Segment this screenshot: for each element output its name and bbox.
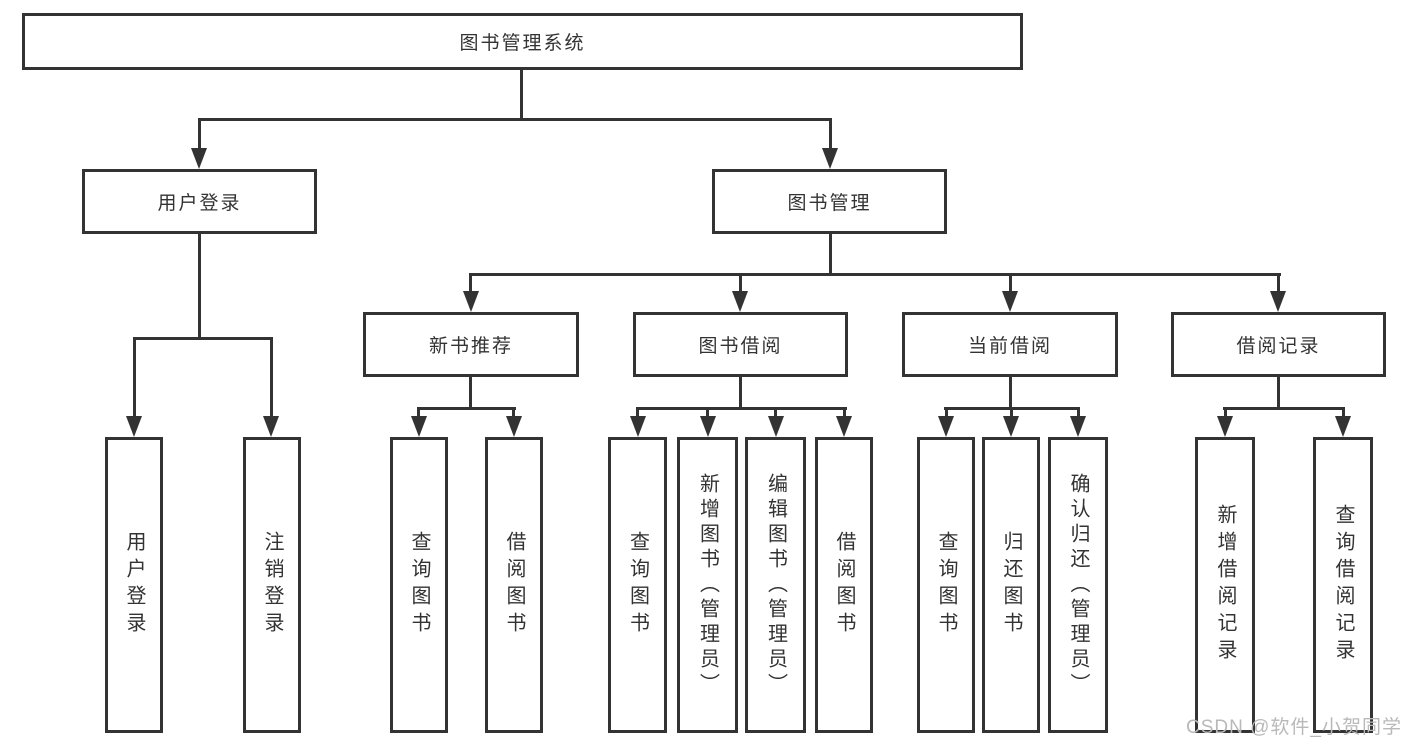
arrow-down-icon (700, 416, 716, 437)
connector-line (636, 407, 847, 410)
leaf-newbook-query: 查询图书 (390, 437, 448, 733)
connector-line (198, 118, 832, 121)
connector-line (1342, 407, 1345, 417)
node-root: 图书管理系统 (22, 13, 1023, 70)
leaf-record-query: 查询借阅记录 (1313, 437, 1373, 733)
leaf-borrow-add-admin: 新增图书（管理员） (677, 437, 738, 733)
connector-line (843, 407, 846, 417)
arrow-down-icon (630, 416, 646, 437)
connector-line (1277, 273, 1280, 292)
connector-line (133, 337, 136, 417)
arrow-down-icon (191, 148, 207, 169)
arrow-down-icon (822, 148, 838, 169)
connector-line (1009, 377, 1012, 407)
connector-line (829, 118, 832, 149)
connector-line (1277, 377, 1280, 407)
leaf-borrow-query: 查询图书 (608, 437, 667, 733)
connector-line (270, 337, 273, 417)
connector-line (945, 407, 948, 417)
leaf-newbook-borrow: 借阅图书 (485, 437, 543, 733)
connector-line (469, 273, 472, 292)
connector-line (198, 234, 201, 337)
leaf-logout: 注销登录 (243, 437, 301, 733)
leaf-borrow-book: 借阅图书 (815, 437, 873, 733)
arrow-down-icon (1070, 416, 1086, 437)
leaf-user-login: 用户登录 (105, 437, 163, 733)
node-current-borrow: 当前借阅 (902, 312, 1118, 377)
arrow-down-icon (506, 416, 522, 437)
arrow-down-icon (1270, 291, 1286, 312)
node-borrow-record: 借阅记录 (1171, 312, 1386, 377)
connector-line (1009, 273, 1012, 292)
connector-line (636, 407, 639, 417)
arrow-down-icon (1217, 416, 1233, 437)
node-book-borrow: 图书借阅 (633, 312, 848, 377)
connector-line (133, 337, 273, 340)
arrow-down-icon (732, 291, 748, 312)
arrow-down-icon (768, 416, 784, 437)
connector-line (198, 118, 201, 149)
arrow-down-icon (1002, 291, 1018, 312)
connector-line (1010, 407, 1013, 417)
arrow-down-icon (1003, 416, 1019, 437)
connector-line (469, 377, 472, 407)
arrow-down-icon (263, 416, 279, 437)
connector-line (512, 407, 515, 417)
connector-line (417, 407, 420, 417)
connector-line (417, 407, 516, 410)
arrow-down-icon (126, 416, 142, 437)
leaf-current-confirm-admin: 确认归还（管理员） (1048, 437, 1108, 733)
leaf-borrow-edit-admin: 编辑图书（管理员） (745, 437, 806, 733)
connector-line (829, 234, 832, 273)
arrow-down-icon (836, 416, 852, 437)
connector-line (774, 407, 777, 417)
arrow-down-icon (411, 416, 427, 437)
connector-line (739, 377, 742, 407)
connector-line (1223, 407, 1345, 410)
arrow-down-icon (463, 291, 479, 312)
connector-line (739, 273, 742, 292)
connector-line (706, 407, 709, 417)
connector-line (1224, 407, 1227, 417)
arrow-down-icon (938, 416, 954, 437)
node-new-book: 新书推荐 (363, 312, 579, 377)
leaf-current-query: 查询图书 (917, 437, 975, 733)
leaf-record-add: 新增借阅记录 (1195, 437, 1255, 733)
connector-line (469, 273, 1281, 276)
watermark-text: CSDN @软件_小贺同学 (1186, 717, 1402, 738)
node-user-login: 用户登录 (82, 169, 317, 234)
connector-line (520, 69, 523, 118)
connector-line (1077, 407, 1080, 417)
arrow-down-icon (1335, 416, 1351, 437)
node-book-mgmt: 图书管理 (712, 169, 947, 234)
leaf-current-return: 归还图书 (982, 437, 1040, 733)
